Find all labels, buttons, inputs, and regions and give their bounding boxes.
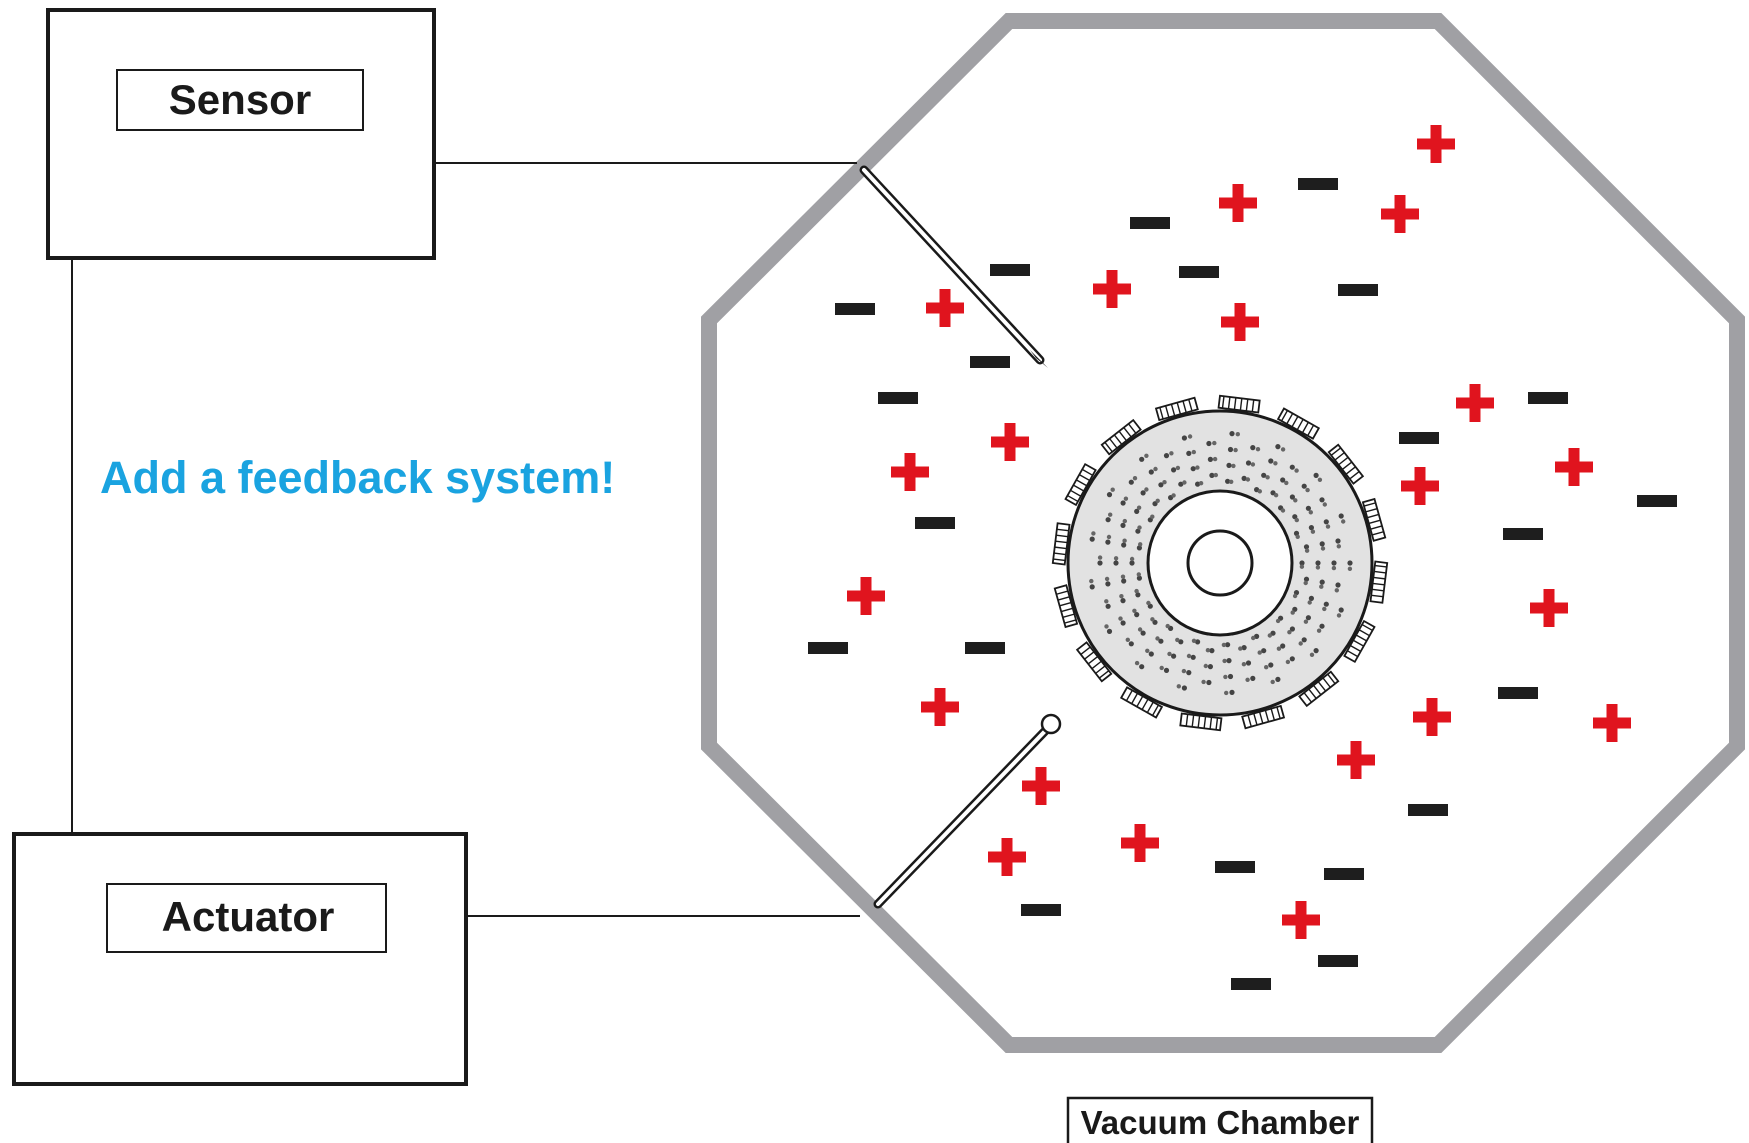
actuator-label: Actuator bbox=[162, 893, 335, 940]
positive-ion bbox=[1417, 125, 1455, 163]
positive-ion bbox=[1555, 448, 1593, 486]
target-edge-clips bbox=[1051, 394, 1389, 732]
actuator-block: Actuator bbox=[12, 832, 468, 1086]
positive-ion bbox=[1219, 184, 1257, 222]
negative-electron bbox=[1130, 217, 1170, 229]
negative-electron bbox=[835, 303, 875, 315]
vacuum-chamber-label: Vacuum Chamber bbox=[1081, 1104, 1360, 1141]
positive-ion bbox=[1381, 195, 1419, 233]
positive-ion bbox=[1121, 824, 1159, 862]
positive-ion bbox=[1221, 303, 1259, 341]
positive-ion bbox=[891, 453, 929, 491]
positive-ion bbox=[1530, 589, 1568, 627]
negative-electron bbox=[1408, 804, 1448, 816]
positive-ion bbox=[1456, 384, 1494, 422]
negative-electron bbox=[1498, 687, 1538, 699]
positive-ion bbox=[1022, 767, 1060, 805]
positive-ion bbox=[926, 289, 964, 327]
negative-electron bbox=[970, 356, 1010, 368]
positive-ion bbox=[991, 423, 1029, 461]
positive-ion bbox=[1282, 901, 1320, 939]
negative-electron bbox=[1215, 861, 1255, 873]
negative-electron bbox=[1231, 978, 1271, 990]
positive-ion bbox=[921, 688, 959, 726]
negative-electron bbox=[990, 264, 1030, 276]
positive-ion bbox=[847, 577, 885, 615]
positive-ion bbox=[1413, 698, 1451, 736]
sensor-probe bbox=[859, 165, 1048, 368]
negative-electron bbox=[1179, 266, 1219, 278]
sensor-label: Sensor bbox=[169, 76, 311, 123]
negative-electron bbox=[965, 642, 1005, 654]
negative-electron bbox=[878, 392, 918, 404]
vacuum-chamber-wall bbox=[701, 12, 1745, 1053]
actuator-probe bbox=[873, 713, 1062, 909]
negative-electron bbox=[1399, 432, 1439, 444]
negative-electron bbox=[1528, 392, 1568, 404]
negative-electron bbox=[1338, 284, 1378, 296]
positive-ion bbox=[1093, 270, 1131, 308]
substrate-target bbox=[1051, 394, 1389, 732]
negative-electron bbox=[1324, 868, 1364, 880]
positive-ion bbox=[1401, 467, 1439, 505]
positive-ion bbox=[1337, 741, 1375, 779]
negative-electron bbox=[808, 642, 848, 654]
positive-ion bbox=[988, 838, 1026, 876]
negative-electron bbox=[915, 517, 955, 529]
target-dot-pattern bbox=[1089, 431, 1353, 696]
negative-electrons bbox=[808, 178, 1677, 990]
headline-text: Add a feedback system! bbox=[100, 452, 615, 503]
positive-ion bbox=[1593, 704, 1631, 742]
negative-electron bbox=[1318, 955, 1358, 967]
positive-ions bbox=[847, 125, 1631, 939]
negative-electron bbox=[1503, 528, 1543, 540]
negative-electron bbox=[1637, 495, 1677, 507]
negative-electron bbox=[1298, 178, 1338, 190]
sensor-block: Sensor bbox=[46, 8, 436, 260]
vacuum-chamber-caption: Vacuum Chamber bbox=[1066, 1096, 1374, 1143]
negative-electron bbox=[1021, 904, 1061, 916]
